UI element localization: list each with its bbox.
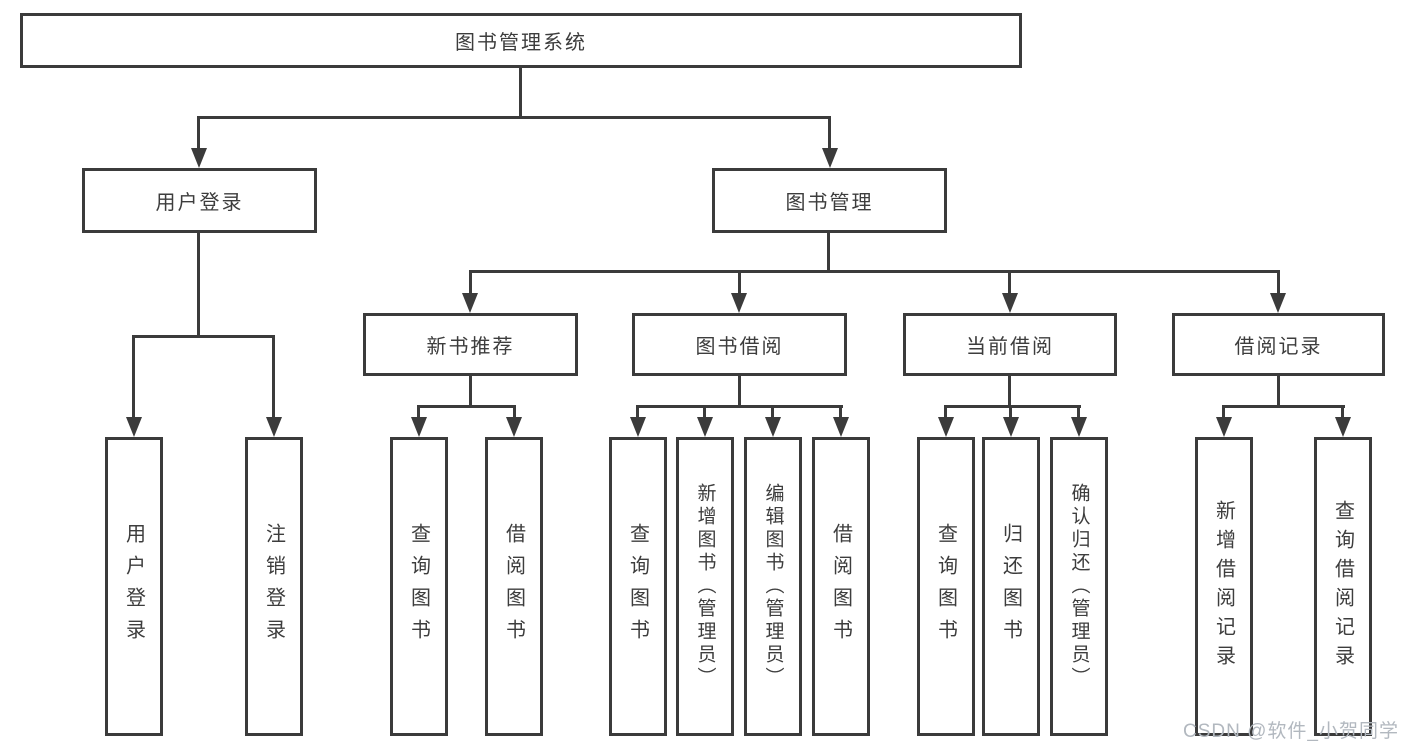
leaf-edit-book-admin: 编辑图书（管理员） <box>744 437 802 736</box>
leaf-add-borrow-record: 新增借阅记录 <box>1195 437 1253 736</box>
arrow-down-icon <box>462 293 478 313</box>
connector-stem <box>1277 376 1280 407</box>
connector-book-mgmt-drop <box>828 116 831 152</box>
leaf-query-book-1-label: 查询图书 <box>407 522 430 651</box>
connector-user-login-drop <box>197 116 200 152</box>
node-root: 图书管理系统 <box>20 13 1022 68</box>
connector-leaf-drop <box>1009 405 1012 421</box>
leaf-return-book: 归还图书 <box>982 437 1040 736</box>
connector-leaf-drop <box>703 405 706 421</box>
leaf-query-book-1: 查询图书 <box>390 437 448 736</box>
connector-leaf-drop <box>944 405 947 421</box>
connector-leaf-drop <box>513 405 516 421</box>
connector-leaf-drop <box>1341 405 1344 421</box>
node-current-borrow-label: 当前借阅 <box>966 336 1054 358</box>
connector-bus <box>944 405 1081 408</box>
node-book-borrow: 图书借阅 <box>632 313 847 376</box>
arrow-down-icon <box>1270 293 1286 313</box>
connector-book-mgmt-stem <box>827 233 830 272</box>
connector-level3-drop <box>1008 270 1011 297</box>
leaf-user-login-label: 用户登录 <box>122 522 145 651</box>
node-user-login-label: 用户登录 <box>155 192 244 214</box>
connector-leaf-drop <box>839 405 842 421</box>
node-book-borrow-label: 图书借阅 <box>695 336 784 358</box>
arrow-down-icon <box>506 417 522 437</box>
leaf-borrow-book-2: 借阅图书 <box>812 437 870 736</box>
leaf-query-book-3: 查询图书 <box>917 437 975 736</box>
leaf-query-borrow-record-label: 查询借阅记录 <box>1331 499 1354 674</box>
node-book-management: 图书管理 <box>712 168 947 233</box>
leaf-add-book-admin-label: 新增图书（管理员） <box>694 483 716 690</box>
leaf-query-book-2: 查询图书 <box>609 437 667 736</box>
arrow-down-icon <box>938 417 954 437</box>
arrow-down-icon <box>1071 417 1087 437</box>
connector-bus <box>417 405 516 408</box>
arrow-down-icon <box>266 417 282 437</box>
connector-leaf-drop <box>1077 405 1080 421</box>
leaf-logout-label: 注销登录 <box>262 522 285 651</box>
connector-user-login-stem <box>197 233 200 337</box>
connector-leaf-drop <box>1222 405 1225 421</box>
connector-level2-bus <box>197 116 831 119</box>
arrow-down-icon <box>1003 417 1019 437</box>
connector-leaf-drop <box>272 335 275 421</box>
node-root-label: 图书管理系统 <box>455 32 587 54</box>
connector-leaf-drop <box>771 405 774 421</box>
connector-level3-drop <box>1277 270 1280 297</box>
connector-stem <box>469 376 472 407</box>
connector-bus <box>1222 405 1345 408</box>
leaf-borrow-book-2-label: 借阅图书 <box>829 522 852 651</box>
connector-leaf-drop <box>417 405 420 421</box>
arrow-down-icon <box>191 148 207 168</box>
leaf-borrow-book-1: 借阅图书 <box>485 437 543 736</box>
connector-leaf-drop <box>636 405 639 421</box>
connector-level3-drop <box>469 270 472 297</box>
arrow-down-icon <box>1216 417 1232 437</box>
node-new-book-recommend-label: 新书推荐 <box>426 336 515 358</box>
connector-leaf-drop <box>132 335 135 421</box>
arrow-down-icon <box>833 417 849 437</box>
connector-bus <box>636 405 843 408</box>
leaf-confirm-return-admin-label: 确认归还（管理员） <box>1068 483 1090 690</box>
leaf-borrow-book-1-label: 借阅图书 <box>502 522 525 651</box>
leaf-edit-book-admin-label: 编辑图书（管理员） <box>762 483 784 690</box>
arrow-down-icon <box>765 417 781 437</box>
arrow-down-icon <box>1002 293 1018 313</box>
leaf-add-book-admin: 新增图书（管理员） <box>676 437 734 736</box>
connector-stem <box>738 376 741 407</box>
arrow-down-icon <box>697 417 713 437</box>
node-current-borrow: 当前借阅 <box>903 313 1117 376</box>
node-book-management-label: 图书管理 <box>785 192 874 214</box>
connector-level3-bus <box>469 270 1280 273</box>
csdn-watermark: CSDN @软件_小贺同学 <box>1183 721 1399 742</box>
arrow-down-icon <box>731 293 747 313</box>
leaf-return-book-label: 归还图书 <box>999 522 1022 651</box>
arrow-down-icon <box>630 417 646 437</box>
arrow-down-icon <box>126 417 142 437</box>
leaf-logout: 注销登录 <box>245 437 303 736</box>
connector-user-login-bus <box>132 335 275 338</box>
leaf-query-book-3-label: 查询图书 <box>934 522 957 651</box>
connector-stem <box>1008 376 1011 407</box>
leaf-query-borrow-record: 查询借阅记录 <box>1314 437 1372 736</box>
connector-level3-drop <box>738 270 741 297</box>
node-user-login: 用户登录 <box>82 168 317 233</box>
node-borrow-records-label: 借阅记录 <box>1234 336 1323 358</box>
leaf-user-login: 用户登录 <box>105 437 163 736</box>
connector-root-stem <box>519 68 522 118</box>
node-new-book-recommend: 新书推荐 <box>363 313 578 376</box>
leaf-query-book-2-label: 查询图书 <box>626 522 649 651</box>
arrow-down-icon <box>822 148 838 168</box>
node-borrow-records: 借阅记录 <box>1172 313 1385 376</box>
arrow-down-icon <box>411 417 427 437</box>
leaf-confirm-return-admin: 确认归还（管理员） <box>1050 437 1108 736</box>
leaf-add-borrow-record-label: 新增借阅记录 <box>1212 499 1235 674</box>
arrow-down-icon <box>1335 417 1351 437</box>
